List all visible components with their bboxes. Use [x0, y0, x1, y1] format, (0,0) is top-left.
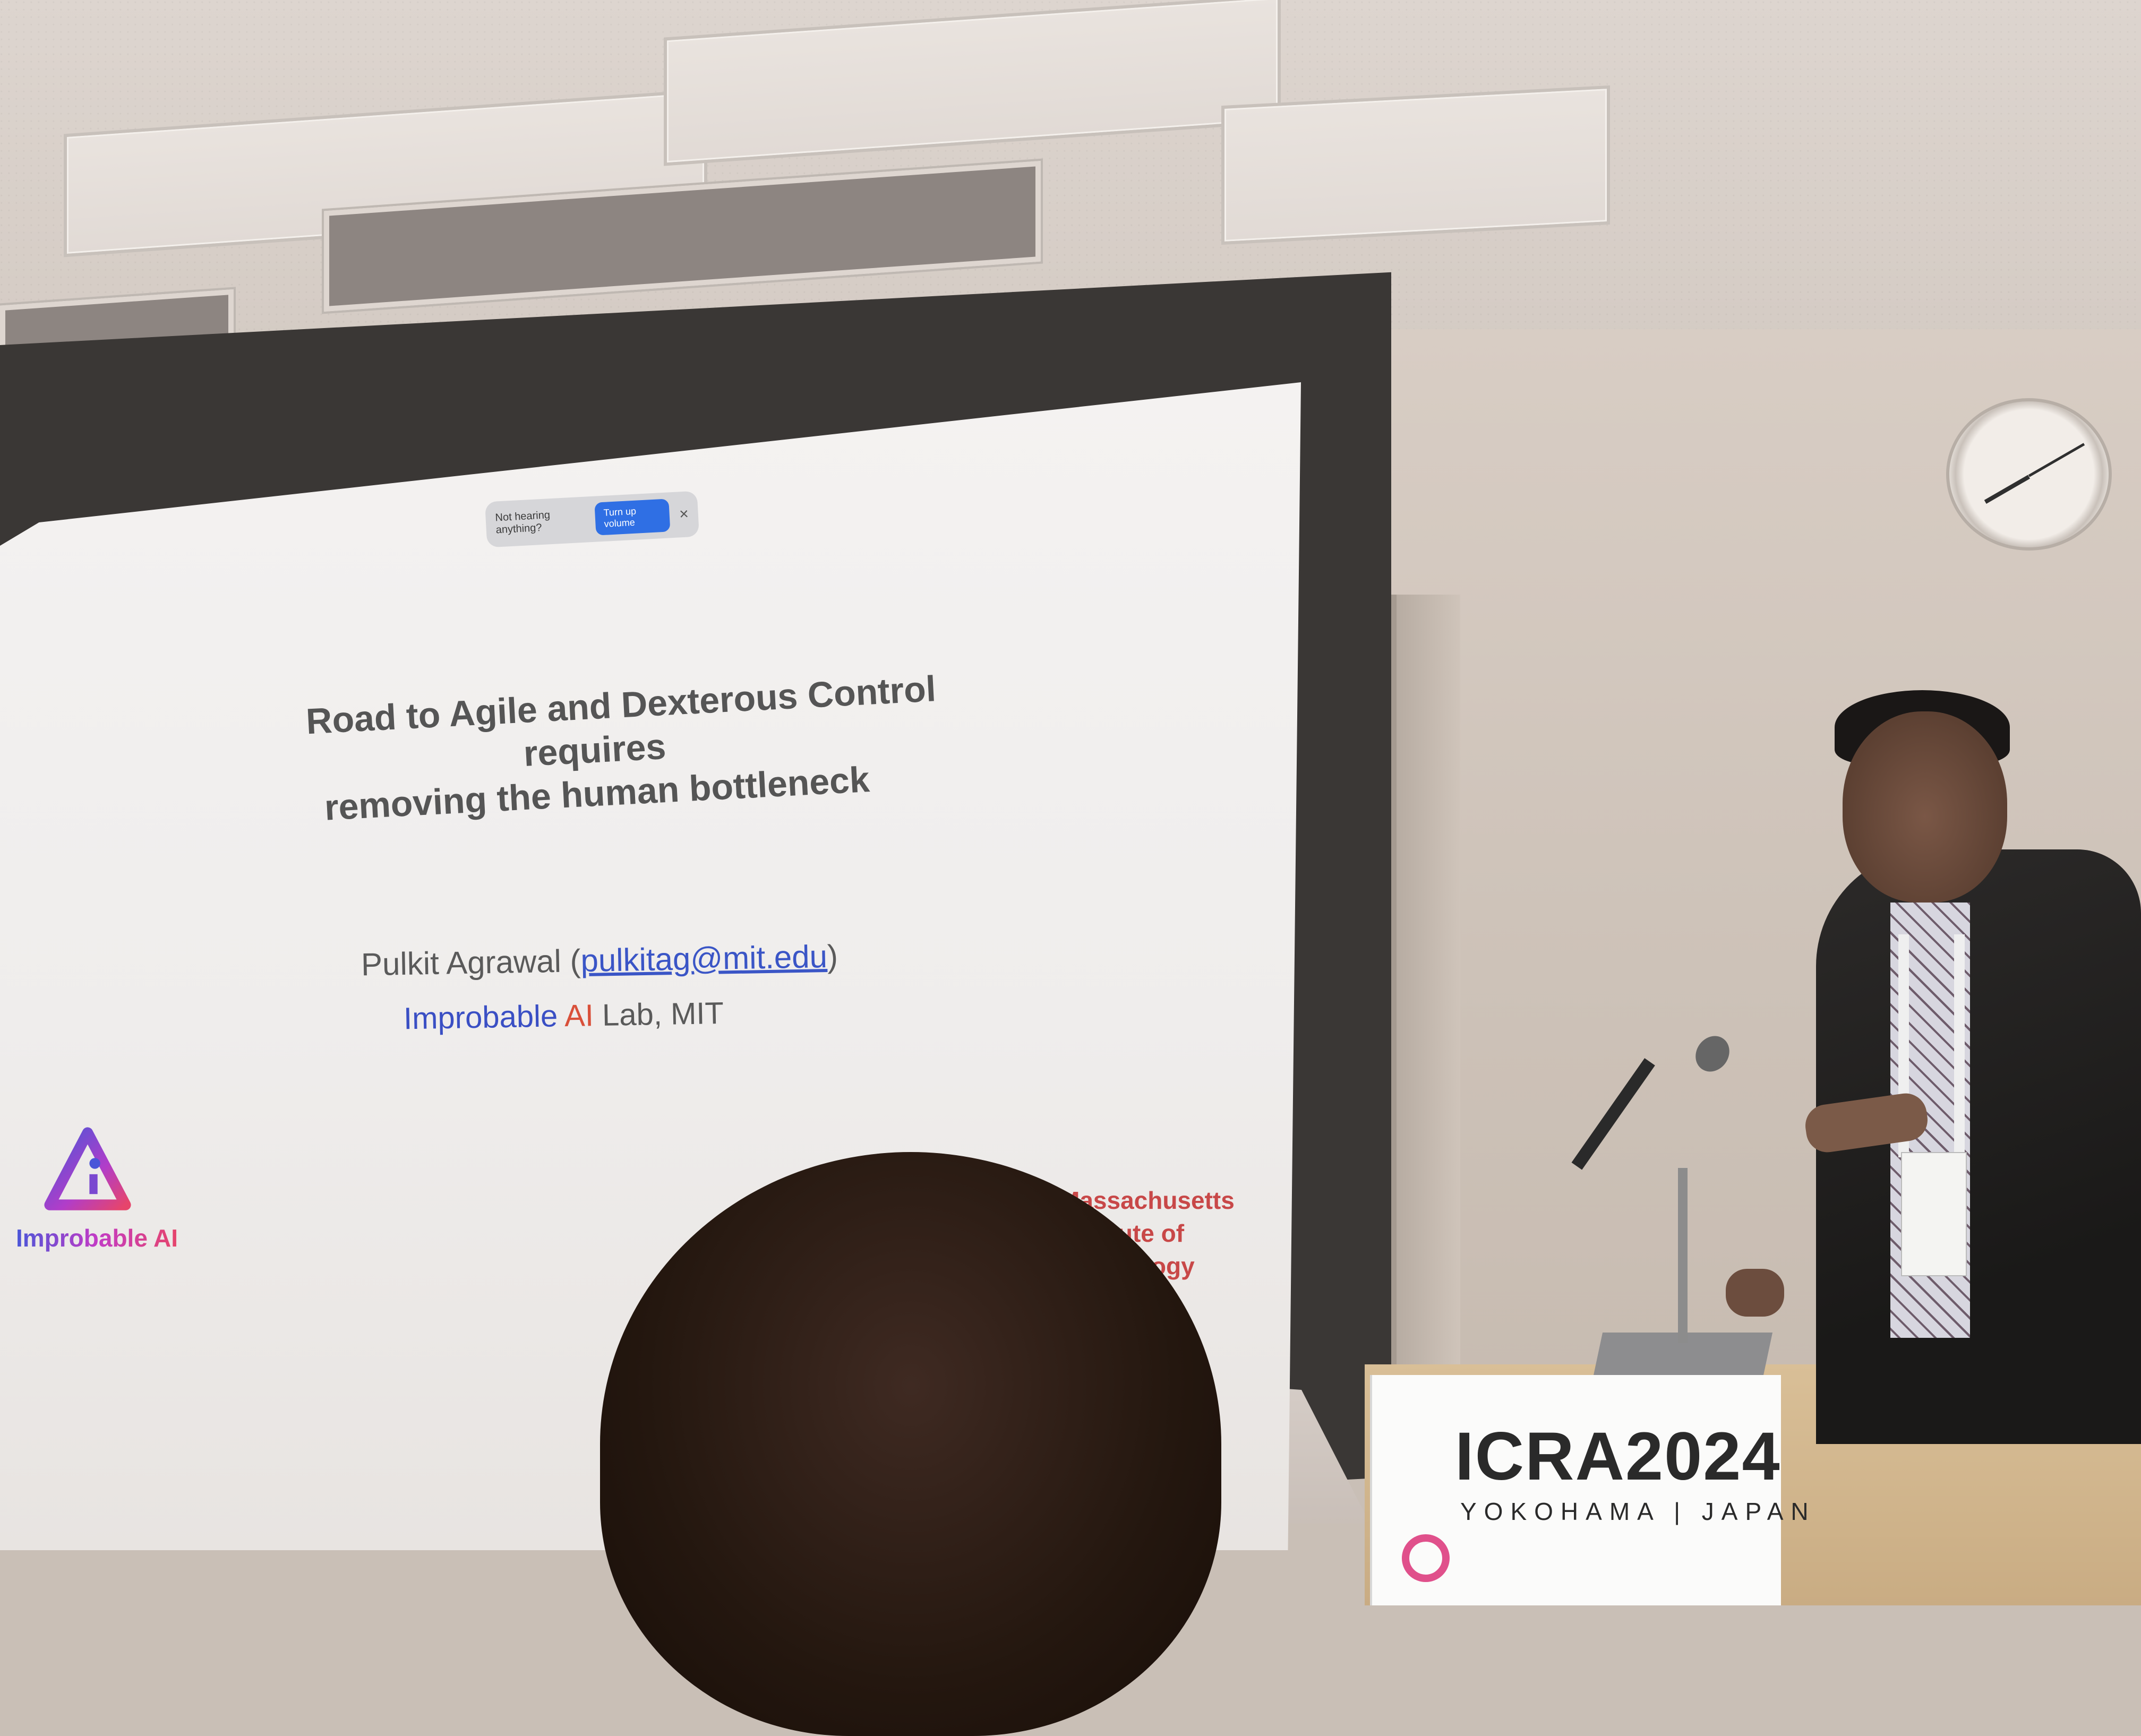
notification-message: Not hearing anything?: [495, 509, 551, 536]
lab-ai: AI: [564, 998, 594, 1034]
clock-hour-hand: [1984, 475, 2030, 504]
mic-stand: [1678, 1168, 1688, 1343]
speaker-jacket: [1816, 849, 2141, 1444]
clock-minute-hand: [2028, 442, 2085, 477]
lab-line: Improbable AI Lab, MIT: [403, 995, 733, 1037]
improbable-ai-logo: [44, 1127, 131, 1210]
ceiling-panel: [1221, 85, 1610, 245]
wall-clock: [1946, 398, 2112, 551]
improbable-ai-label: Improbable AI: [16, 1224, 178, 1252]
author-line: Pulkit Agrawal (pulkitag@mit.edu): [361, 939, 838, 983]
lab-rest: Lab, MIT: [602, 995, 724, 1033]
author-paren-open: (: [569, 943, 581, 979]
door-frame: [1391, 595, 1460, 1391]
audience-member-head: [600, 1152, 1221, 1736]
name-badge: [1901, 1152, 1967, 1276]
author-name: Pulkit Agrawal: [361, 943, 562, 983]
lab-improbable: Improbable: [403, 999, 558, 1036]
podium-decoration-icon: [1402, 1534, 1450, 1582]
turn-up-volume-button[interactable]: Turn up volume: [594, 499, 671, 536]
speaker-head: [1843, 711, 2007, 903]
close-icon[interactable]: ×: [679, 505, 689, 523]
lanyard-right: [1954, 934, 1965, 1157]
author-email-link[interactable]: pulkitag@mit.edu: [580, 939, 828, 979]
author-paren-close: ): [827, 938, 838, 975]
icra-logo-text: ICRA2024: [1455, 1419, 1781, 1494]
speaker-hand-clicker: [1726, 1269, 1784, 1317]
icra-location: YOKOHAMA | JAPAN: [1460, 1498, 1816, 1525]
